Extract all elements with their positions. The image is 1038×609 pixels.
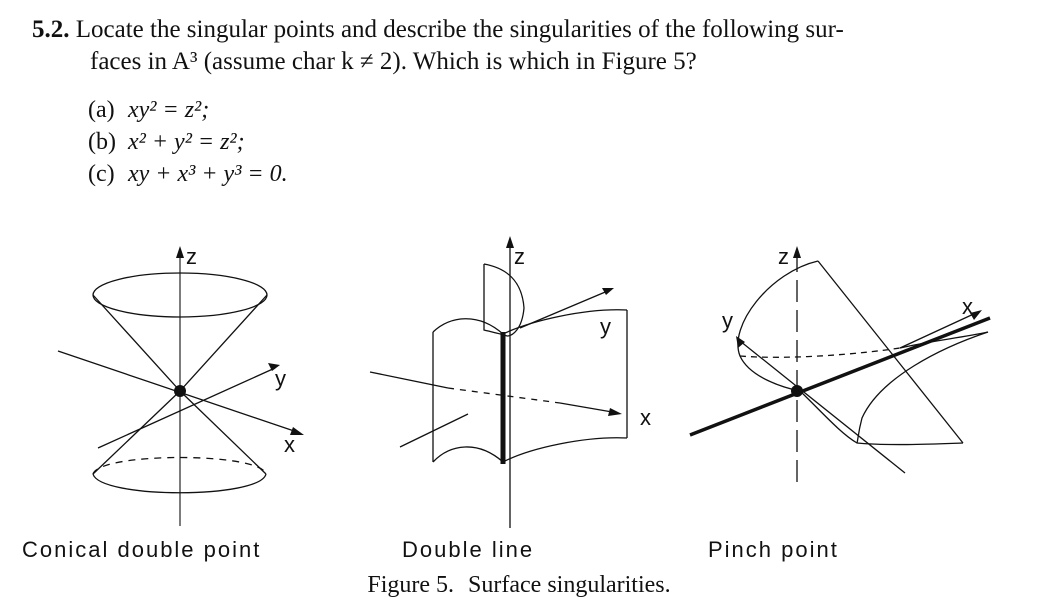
part-label: (b)	[88, 129, 116, 155]
panel-caption-pinch: Pinch point	[708, 537, 839, 562]
problem-line-1: 5.2. Locate the singular points and desc…	[32, 14, 1022, 46]
axis-label-y: y	[722, 308, 733, 333]
part-equation: xy² = z²;	[128, 97, 210, 123]
figure-caption-text: Surface singularities.	[468, 572, 671, 598]
figure-5: z y x z y x z y x	[0, 228, 1038, 528]
problem-statement: 5.2. Locate the singular points and desc…	[32, 14, 1022, 78]
panel-caption-double-line: Double line	[402, 537, 535, 562]
problem-number: 5.2.	[32, 16, 70, 43]
axis-label-y: y	[275, 366, 286, 391]
axis-label-y: y	[600, 314, 611, 339]
figure-caption-label: Figure 5.	[367, 572, 455, 598]
axis-label-x: x	[640, 405, 651, 430]
axis-label-z: z	[186, 244, 197, 269]
panel-caption-conical: Conical double point	[22, 537, 262, 562]
part-label: (c)	[88, 161, 115, 187]
part-b: (b) x² + y² = z²;	[88, 126, 288, 158]
part-label: (a)	[88, 97, 115, 123]
part-equation: x² + y² = z²;	[128, 129, 245, 155]
axis-label-x: x	[962, 294, 973, 319]
problem-parts: (a) xy² = z²; (b) x² + y² = z²; (c) xy + x³…	[88, 94, 288, 190]
axis-label-z: z	[514, 244, 525, 269]
problem-text-1: Locate the singular points and describe …	[75, 16, 844, 43]
part-c: (c) xy + x³ + y³ = 0.	[88, 158, 288, 190]
part-equation: xy + x³ + y³ = 0.	[128, 161, 288, 187]
conical-double-point-drawing	[57, 250, 301, 526]
part-a: (a) xy² = z²;	[88, 94, 288, 126]
problem-line-2: faces in A³ (assume char k ≠ 2). Which i…	[90, 48, 697, 75]
axis-label-x: x	[284, 432, 295, 457]
axis-label-z: z	[778, 244, 789, 269]
double-line-drawing	[369, 240, 628, 528]
figure-drawing: z y x z y x z y x	[57, 236, 991, 528]
figure-caption: Figure 5. Surface singularities.	[0, 572, 1038, 599]
pinch-point-drawing	[689, 250, 991, 490]
